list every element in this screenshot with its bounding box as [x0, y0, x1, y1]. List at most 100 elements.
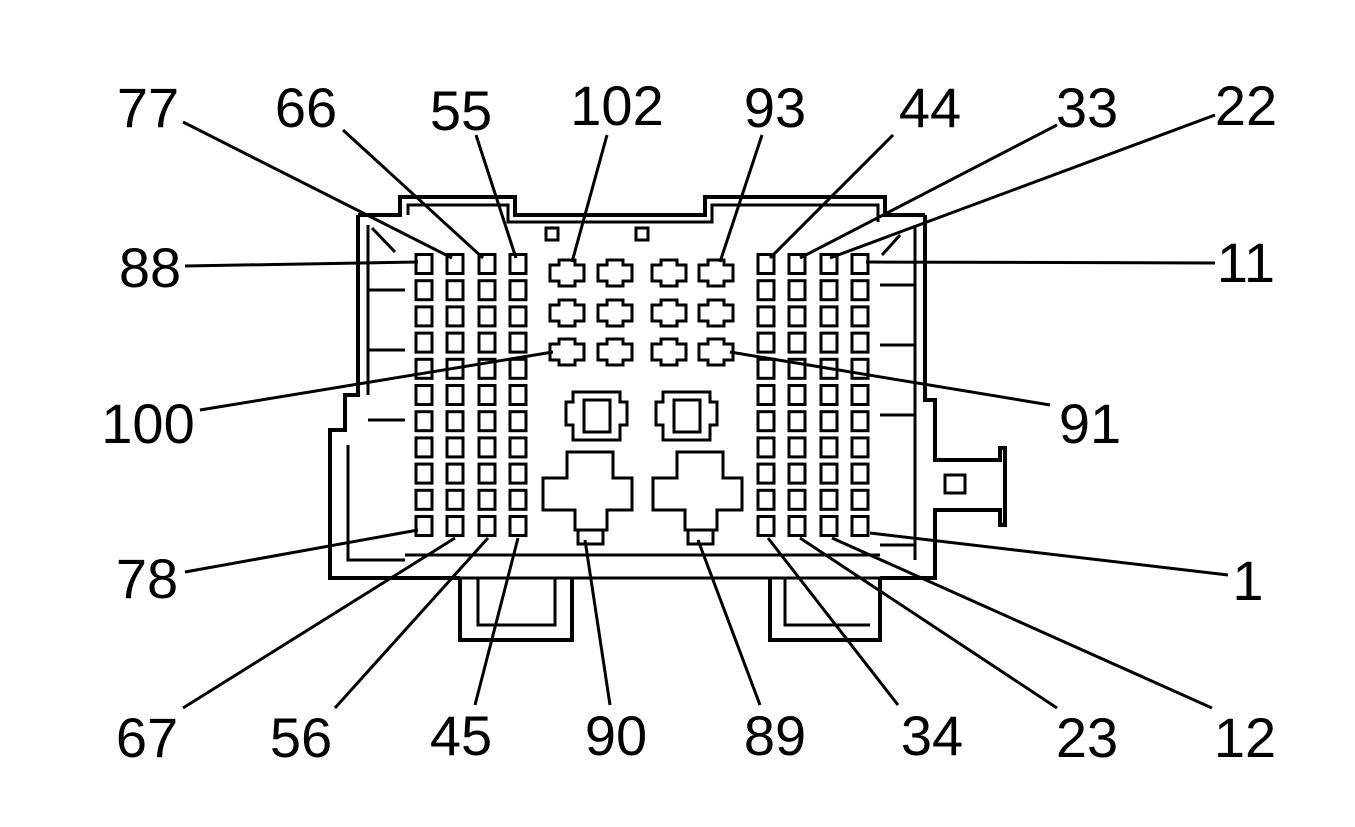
small-cavity — [445, 410, 465, 433]
cross-cavity — [596, 337, 634, 367]
small-cavity — [414, 488, 434, 511]
cross-cavity — [548, 298, 586, 328]
small-cavity — [819, 515, 839, 537]
small-cavity — [756, 384, 776, 406]
small-cavity — [850, 279, 870, 302]
pin-label-11: 11 — [1217, 231, 1275, 294]
cross-cavity — [697, 298, 735, 328]
small-cavity — [445, 253, 465, 275]
pin-label-12: 12 — [1214, 706, 1276, 769]
housing-top-latch-left — [544, 226, 560, 242]
small-cavity — [819, 305, 839, 328]
housing-left-corner-mark — [370, 226, 397, 254]
housing-right-latch-window — [943, 473, 967, 495]
small-cavity — [445, 384, 465, 406]
small-cavity — [414, 462, 434, 485]
leader-88 — [184, 260, 419, 268]
small-cavity — [477, 488, 497, 511]
pin-label-55: 55 — [430, 79, 492, 142]
power-terminal-cavities — [541, 390, 744, 546]
pin-label-45: 45 — [430, 704, 492, 767]
small-cavity — [756, 462, 776, 485]
small-cavity — [508, 384, 528, 406]
small-cavity — [414, 279, 434, 302]
cross-cavity — [650, 337, 688, 367]
leader-11 — [865, 260, 1216, 265]
small-cavity — [819, 279, 839, 302]
leader-23 — [799, 536, 1058, 710]
pin-label-91: 91 — [1059, 392, 1121, 455]
leader-34 — [766, 537, 900, 706]
small-cavity — [414, 436, 434, 459]
small-cavity — [508, 253, 528, 275]
small-cavity — [756, 436, 776, 459]
pin-label-44: 44 — [899, 76, 961, 139]
pin-label-93: 93 — [744, 76, 806, 139]
small-cavity — [819, 331, 839, 354]
small-cavity — [508, 515, 528, 537]
small-cavity — [787, 410, 807, 433]
small-cavity — [756, 410, 776, 433]
small-cavity — [414, 331, 434, 354]
small-cavity — [414, 410, 434, 433]
pin-label-66: 66 — [275, 76, 337, 139]
leader-91 — [729, 350, 1051, 407]
cross-cavity — [697, 258, 735, 288]
small-cavity — [414, 384, 434, 406]
leader-1 — [869, 531, 1229, 577]
cross-cavity — [596, 298, 634, 328]
small-cavity — [850, 253, 870, 275]
small-cavity — [787, 253, 807, 275]
small-cavity — [445, 436, 465, 459]
small-cavity — [477, 384, 497, 406]
power-cavity-left — [541, 390, 634, 546]
small-cavity — [445, 279, 465, 302]
leader-56 — [333, 536, 490, 710]
small-cavity — [819, 436, 839, 459]
small-cavity — [850, 488, 870, 511]
leader-90 — [583, 539, 612, 706]
leader-67 — [182, 536, 456, 710]
cross-cavity — [650, 258, 688, 288]
small-cavity — [819, 384, 839, 406]
small-cavity — [477, 436, 497, 459]
leader-102 — [570, 134, 609, 263]
small-cavity — [850, 410, 870, 433]
small-cavity — [445, 488, 465, 511]
small-cavity — [850, 462, 870, 485]
small-cavity — [477, 253, 497, 275]
small-cavity — [508, 279, 528, 302]
small-cavity — [850, 436, 870, 459]
leader-12 — [831, 536, 1213, 710]
cross-cavity — [650, 298, 688, 328]
connector-housing — [328, 195, 1007, 642]
pin-label-89: 89 — [744, 704, 806, 767]
small-cavity — [787, 436, 807, 459]
housing-left-inner — [346, 225, 405, 562]
small-cavity — [445, 305, 465, 328]
pin-label-100: 100 — [101, 392, 194, 455]
cross-cavity — [548, 258, 586, 288]
small-cavity — [787, 279, 807, 302]
small-terminal-cavities — [414, 253, 870, 537]
leader-100 — [199, 350, 554, 412]
leader-45 — [473, 537, 520, 706]
pin-label-67: 67 — [116, 706, 178, 769]
leader-44 — [768, 133, 895, 260]
small-cavity — [819, 488, 839, 511]
small-cavity — [756, 331, 776, 354]
pin-label-102: 102 — [570, 74, 663, 137]
small-cavity — [445, 331, 465, 354]
leader-89 — [696, 539, 762, 706]
pin-label-56: 56 — [270, 706, 332, 769]
small-cavity — [787, 384, 807, 406]
small-cavity — [787, 305, 807, 328]
small-cavity — [508, 305, 528, 328]
leader-93 — [718, 134, 764, 263]
small-cavity — [445, 515, 465, 537]
small-cavity — [508, 357, 528, 380]
housing-bottom-edge — [458, 578, 882, 642]
small-cavity — [508, 410, 528, 433]
small-cavity — [787, 515, 807, 537]
